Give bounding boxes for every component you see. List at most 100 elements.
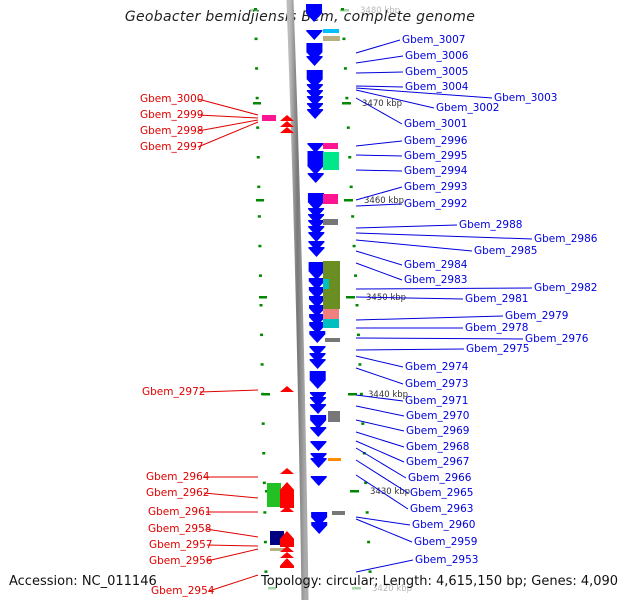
reverse-gene-arrow (309, 359, 326, 369)
reverse-gene-arrow (308, 296, 325, 308)
gene-label: Gbem_2984 (404, 259, 468, 271)
tick-label: 3480 kbp (360, 6, 400, 16)
minor-tick (341, 8, 344, 11)
tick-label: 3440 kbp (368, 390, 408, 400)
reverse-gene-arrow (310, 441, 327, 451)
reverse-leader-line (355, 474, 409, 510)
gene-label: Gbem_2997 (140, 141, 203, 153)
gene-label: Gbem_2963 (410, 503, 473, 515)
minor-tick (254, 37, 258, 41)
gene-label: Gbem_2959 (414, 536, 477, 548)
tick-label: 3420 kbp (372, 584, 412, 594)
reverse-gene-arrow (310, 476, 327, 486)
major-tick-left (262, 393, 270, 396)
major-tick-left (253, 102, 261, 105)
feature-box (323, 309, 339, 319)
reverse-leader-line (355, 431, 405, 448)
forward-gene-arrow (280, 531, 294, 547)
reverse-gene-arrow (309, 397, 326, 407)
tick-label: 3460 kbp (364, 196, 404, 206)
minor-tick (348, 156, 352, 159)
gene-label: Gbem_2957 (149, 539, 212, 551)
reverse-gene-arrow (307, 151, 324, 175)
gene-label: Gbem_2970 (406, 410, 469, 422)
feature-box (323, 219, 338, 225)
reverse-gene-arrow (308, 226, 325, 236)
reverse-leader-line (355, 315, 504, 321)
tick-label: 3430 kbp (370, 487, 410, 497)
forward-gene-arrow (280, 468, 294, 474)
reverse-leader-line (355, 97, 403, 125)
reverse-gene-arrow (309, 346, 326, 356)
gene-label: Gbem_3004 (405, 81, 469, 93)
reverse-leader-line (355, 405, 405, 417)
reverse-gene-arrow (306, 96, 323, 106)
reverse-gene-arrow (310, 458, 327, 468)
major-tick-right (352, 587, 361, 590)
forward-gene-arrow (280, 121, 294, 127)
forward-leader-line (197, 119, 259, 132)
reverse-leader-line (355, 348, 465, 351)
reverse-leader-line (355, 239, 473, 252)
reverse-leader-line (355, 296, 464, 300)
reverse-leader-line (355, 203, 403, 207)
feature-box (325, 338, 340, 342)
reverse-gene-arrow (309, 322, 326, 334)
feature-box (262, 115, 276, 121)
reverse-gene-arrow (307, 103, 324, 113)
reverse-leader-line (355, 262, 403, 281)
minor-tick (349, 185, 353, 189)
reverse-leader-line (355, 71, 404, 74)
minor-tick (368, 570, 372, 573)
topology-text: Topology: circular; Length: 4,615,150 bp… (261, 574, 618, 589)
gene-label: Gbem_2981 (465, 293, 528, 305)
minor-tick (351, 215, 355, 218)
minor-tick (260, 363, 264, 366)
minor-tick (261, 422, 265, 425)
gene-label: Gbem_2998 (140, 125, 203, 137)
gene-label: Gbem_2976 (525, 333, 589, 345)
reverse-leader-line (355, 440, 405, 463)
reverse-gene-arrow (308, 220, 325, 230)
gene-label: Gbem_2983 (404, 274, 467, 286)
forward-gene-arrow (280, 115, 294, 121)
feature-box (323, 319, 339, 328)
major-tick-right (346, 296, 355, 299)
reverse-leader-line (355, 224, 458, 229)
gene-label: Gbem_2964 (146, 471, 210, 483)
forward-leader-line (206, 548, 259, 562)
minor-tick (367, 540, 371, 544)
reverse-gene-arrow (311, 512, 328, 526)
gene-label: Gbem_2988 (459, 219, 522, 231)
forward-gene-arrow (280, 552, 294, 558)
forward-gene-arrow (280, 546, 294, 552)
gene-label: Gbem_2956 (149, 555, 213, 567)
gene-label: Gbem_3000 (140, 93, 203, 105)
gene-label: Gbem_2993 (404, 181, 467, 193)
reverse-leader-line (355, 39, 401, 54)
gene-label: Gbem_2973 (405, 378, 468, 390)
reverse-gene-arrow (307, 193, 324, 211)
gene-label: Gbem_2975 (466, 343, 529, 355)
minor-tick (262, 452, 266, 455)
reverse-leader-line (355, 394, 404, 402)
gene-label: Gbem_2978 (465, 322, 528, 334)
gene-label: Gbem_2969 (406, 425, 469, 437)
reverse-leader-line (355, 186, 403, 201)
minor-tick (257, 185, 261, 189)
forward-leader-line (203, 492, 259, 499)
minor-tick (343, 67, 347, 70)
reverse-gene-arrow (311, 522, 328, 534)
feature-box (267, 483, 281, 507)
gene-label: Gbem_3002 (436, 102, 499, 114)
minor-tick (254, 8, 257, 11)
gene-label: Gbem_2961 (148, 506, 211, 518)
gene-label: Gbem_3007 (402, 34, 465, 46)
gene-label: Gbem_2985 (474, 245, 537, 257)
minor-tick (262, 481, 266, 485)
reverse-leader-line (355, 154, 403, 157)
minor-tick (346, 126, 350, 129)
reverse-gene-arrow (309, 331, 326, 343)
major-tick-right (344, 199, 353, 202)
forward-leader-line (197, 98, 259, 116)
